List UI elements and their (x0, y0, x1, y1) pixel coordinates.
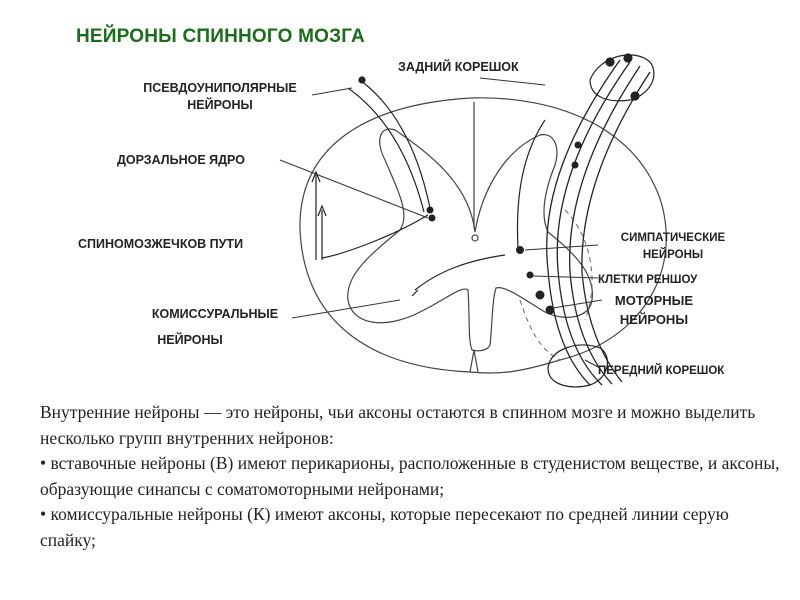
commissural-fiber (414, 254, 506, 291)
leader-motor (552, 299, 603, 309)
grey-matter-outline (347, 128, 593, 352)
spinal-ganglion (589, 54, 655, 102)
leader-pseudounipolar (311, 87, 353, 96)
label-pseudounipolar-line1: ПСЕВДОУНИПОЛЯРНЫЕ (143, 81, 297, 95)
anterior-root-bulb (547, 344, 608, 388)
leader-commissural (291, 299, 401, 319)
dashed-boundary-2 (519, 299, 561, 361)
root-fiber-1 (546, 59, 621, 386)
label-sympathetic-line1: СИМПАТИЧЕСКИЕ (620, 232, 726, 244)
label-commissural-line2: НЕЙРОНЫ (157, 333, 223, 347)
commissural-branch (411, 289, 419, 297)
root-cell-1 (574, 141, 582, 149)
leader-renshaw (532, 275, 599, 279)
label-posterior-root: ЗАДНИЙ КОРЕШОК (398, 60, 519, 74)
spinal-cord-diagram (279, 53, 667, 388)
paragraph-interneurons: • вставочные нейроны (В) имеют перикарио… (40, 453, 780, 499)
label-anterior-root: ПЕРЕДНИЙ КОРЕШОК (598, 365, 725, 377)
tract-arrow-2 (317, 204, 327, 217)
leader-posterior-root (479, 77, 546, 86)
label-motor-line1: МОТОРНЫЕ (614, 293, 694, 308)
ganglion-cell-2 (623, 53, 633, 63)
root-entry-fiber (516, 119, 546, 249)
paragraph-commissural: • комиссуральные нейроны (К) имеют аксон… (40, 504, 729, 550)
dorsal-nucleus-cell-2 (428, 214, 436, 222)
label-dorsal-nucleus: ДОРЗАЛЬНОЕ ЯДРО (117, 153, 245, 167)
spinocerebellar-link (321, 214, 429, 259)
central-canal (471, 234, 479, 242)
leader-dorsal-nucleus (279, 159, 429, 219)
root-fiber-4 (581, 71, 651, 383)
root-cell-2 (571, 161, 579, 169)
root-fiber-2 (556, 61, 631, 386)
motor-cell-1 (535, 290, 545, 300)
sympathetic-cell (516, 246, 524, 254)
pseudounipolar-fiber-1 (359, 79, 431, 209)
pseudounipolar-soma (358, 76, 366, 84)
description-text: Внутренние нейроны — это нейроны, чьи ак… (40, 400, 780, 554)
ganglion-cell-3 (630, 91, 640, 101)
label-motor-line2: НЕЙРОНЫ (619, 312, 689, 327)
motor-cell-2 (545, 305, 555, 315)
pseudounipolar-fiber-2 (347, 87, 425, 213)
leader-sympathetic (524, 244, 599, 251)
anterior-fissure (469, 349, 479, 373)
page-title: НЕЙРОНЫ СПИННОГО МОЗГА (76, 26, 365, 47)
label-commissural-line1: КОМИССУРАЛЬНЫЕ (151, 307, 279, 321)
label-renshaw: КЛЕТКИ РЕНШОУ (598, 274, 698, 286)
leader-anterior-root (584, 359, 601, 369)
label-pseudounipolar-line2: НЕЙРОНЫ (187, 98, 253, 112)
label-sympathetic-line2: НЕЙРОНЫ (642, 249, 704, 261)
renshaw-cell (526, 271, 534, 279)
root-fiber-3 (568, 65, 641, 385)
tract-arrow-1 (311, 170, 321, 183)
spinal-cord-outline (299, 97, 667, 374)
ganglion-cell-1 (605, 57, 615, 67)
paragraph-intro: Внутренние нейроны — это нейроны, чьи ак… (40, 402, 756, 448)
label-spinocerebellar: СПИНОМОЗЖЕЧКОВ ПУТИ (78, 237, 244, 251)
